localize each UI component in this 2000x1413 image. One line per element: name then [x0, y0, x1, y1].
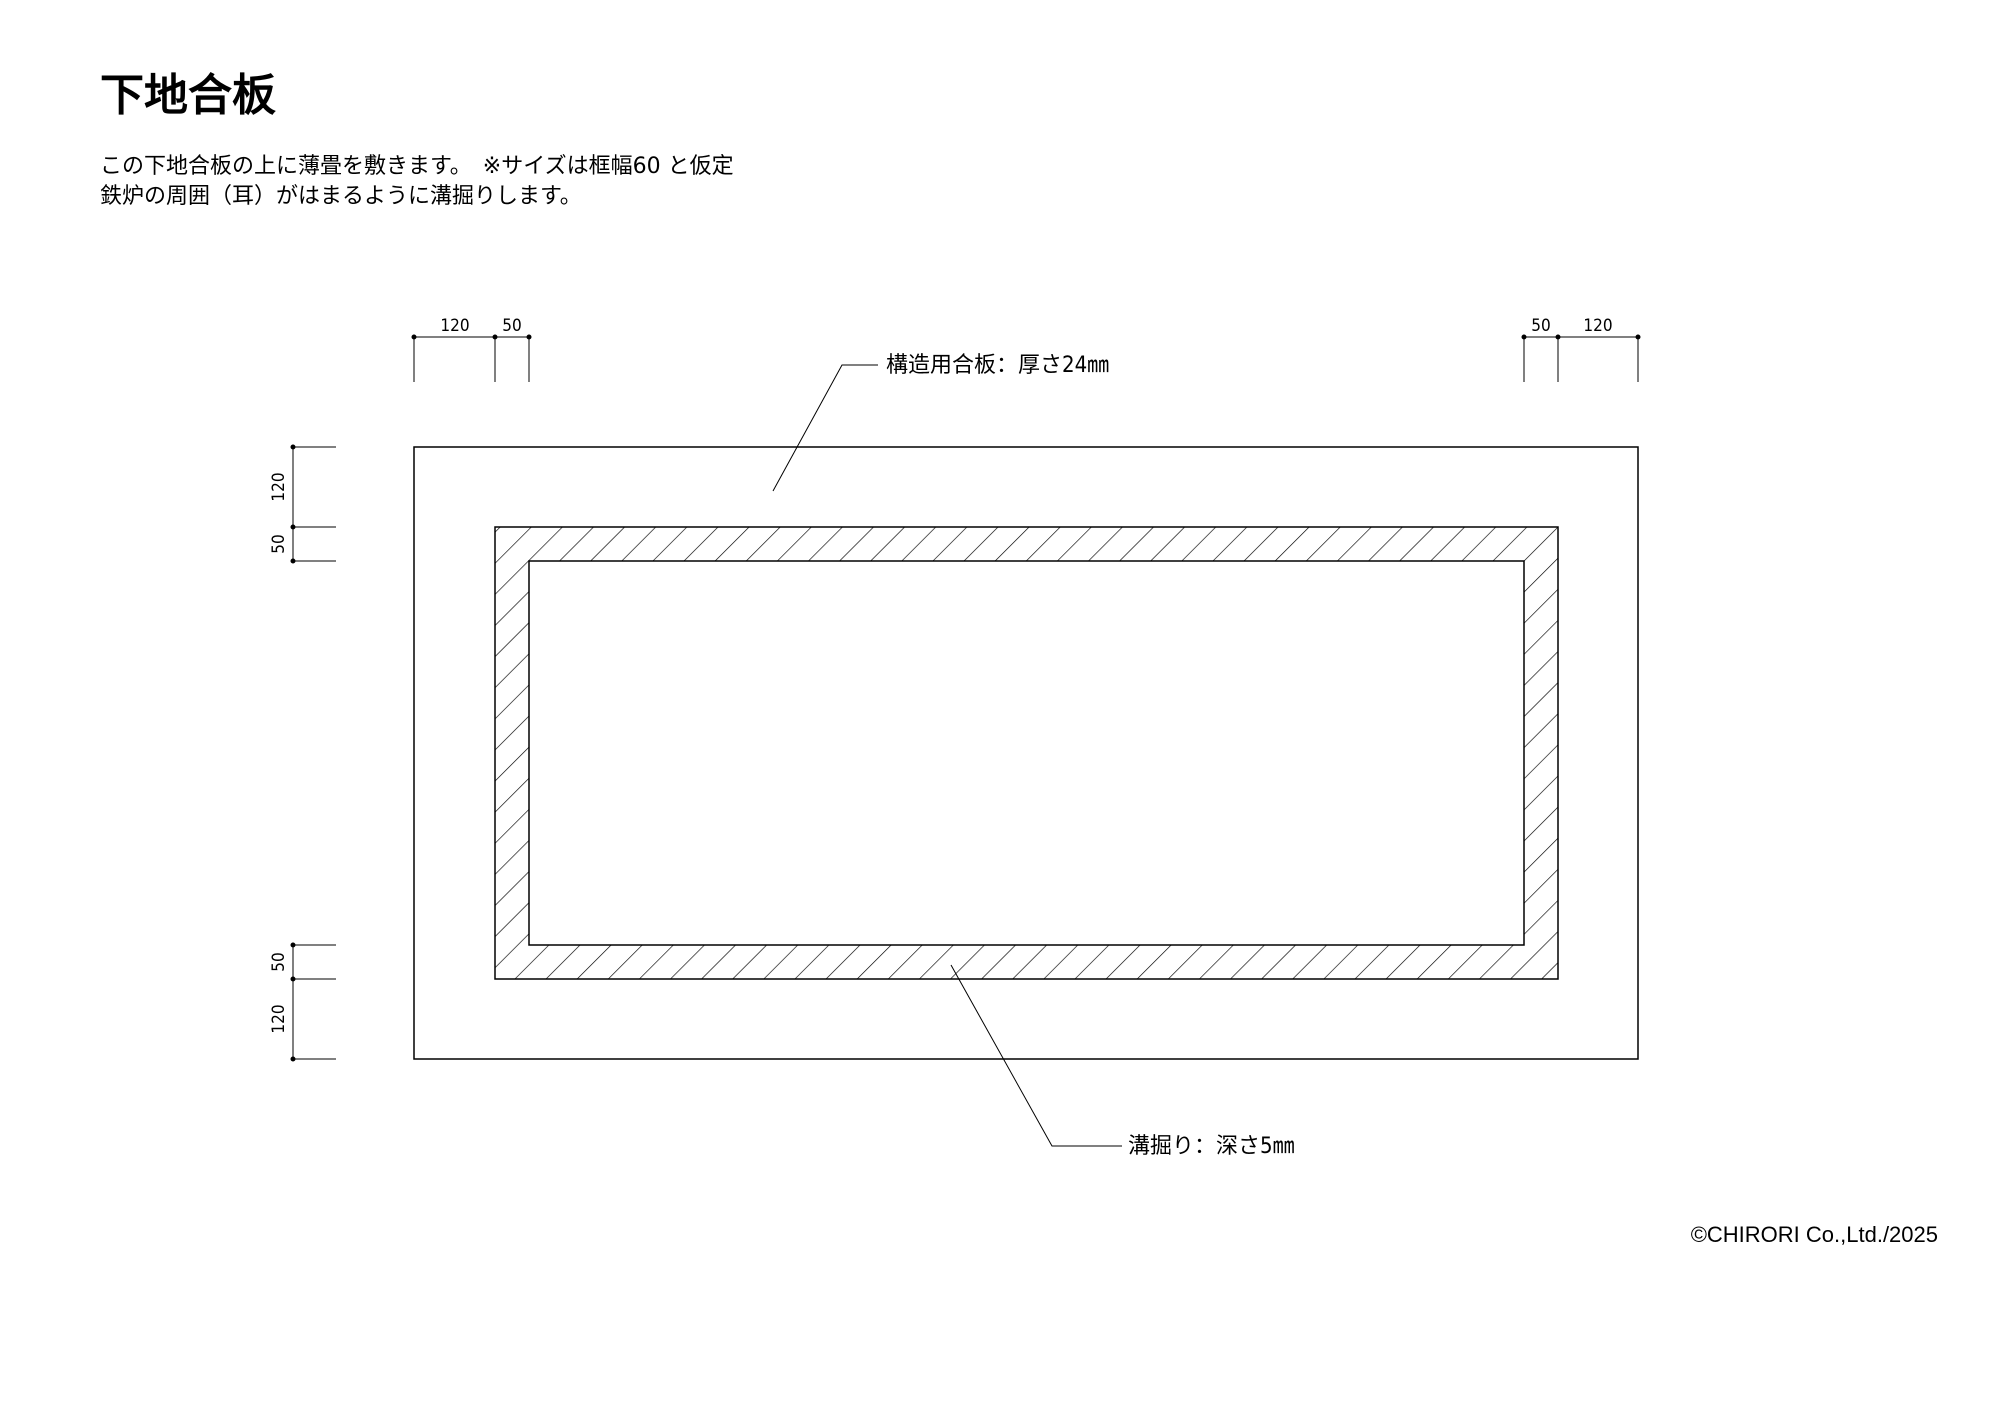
plywood-leader-line: [772, 364, 878, 492]
description-line-2: 鉄炉の周囲（耳）がはまるように溝掘りします。: [100, 184, 582, 209]
dimension-label: 120: [440, 316, 469, 336]
dimension-label: 50: [502, 316, 521, 336]
groove-outer-outline: [494, 526, 1559, 980]
dimension-label: 50: [1531, 316, 1550, 336]
dimension-label: 50: [269, 534, 289, 553]
page-title: 下地合板: [100, 70, 276, 121]
plywood-label: 構造用合板：厚さ24㎜: [886, 353, 1109, 378]
plywood-outline: [413, 446, 1639, 1060]
dimension-top-right: [1521, 334, 1641, 382]
description-line-1: この下地合板の上に薄畳を敷きます。 ※サイズは框幅60 と仮定: [100, 154, 734, 179]
groove-label: 溝掘り：深さ5㎜: [1128, 1134, 1295, 1159]
dimension-left-top: [290, 444, 336, 564]
dimension-top-left: [411, 334, 532, 382]
groove-leader-line: [950, 964, 1122, 1147]
copyright-text: ©CHIRORI Co.,Ltd./2025: [1690, 1222, 1938, 1247]
dimension-label: 50: [269, 952, 289, 971]
groove-inner-outline: [528, 560, 1525, 946]
dimension-label: 120: [1583, 316, 1612, 336]
dimension-left-bottom: [290, 942, 336, 1062]
dimension-label: 120: [269, 1004, 289, 1033]
dimension-label: 120: [269, 472, 289, 501]
